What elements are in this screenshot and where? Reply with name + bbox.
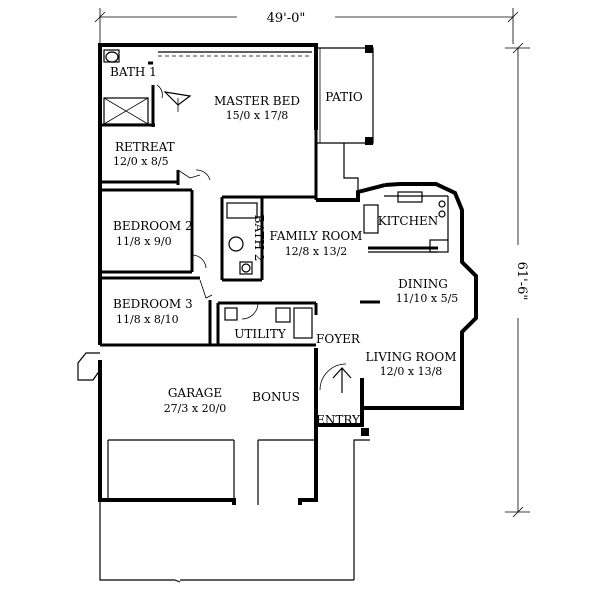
entry-label: ENTRY (316, 413, 361, 427)
retreat-size: 12/0 x 8/5 (113, 155, 169, 168)
patio-outline (316, 45, 374, 192)
width-dimension: 49'-0" (94, 8, 519, 44)
depth-dimension: 61'-6" (505, 42, 530, 518)
dining-size: 11/10 x 5/5 (396, 292, 459, 305)
fixtures (77, 49, 449, 583)
family-room-size: 12/8 x 13/2 (285, 245, 348, 258)
bedroom2-size: 11/8 x 9/0 (116, 235, 172, 248)
bedroom3-label: BEDROOM 3 (113, 297, 193, 311)
room-labels: BATH 1 MASTER BED 15/0 x 17/8 PATIO RETR… (110, 65, 458, 427)
retreat-label: RETREAT (115, 140, 175, 154)
family-room-label: FAMILY ROOM (270, 229, 363, 243)
bedroom3-size: 11/8 x 8/10 (116, 313, 179, 326)
dining-label: DINING (398, 277, 448, 291)
width-label: 49'-0" (267, 11, 306, 26)
patio-label: PATIO (325, 90, 363, 104)
depth-label: 61'-6" (514, 262, 529, 301)
interior-walls (100, 61, 438, 347)
master-bed-size: 15/0 x 17/8 (226, 109, 289, 122)
living-room-label: LIVING ROOM (365, 350, 456, 364)
living-room-size: 12/0 x 13/8 (380, 365, 443, 378)
bath2-label: BATH 2 (252, 215, 266, 262)
bonus-label: BONUS (252, 390, 300, 404)
garage-label: GARAGE (168, 386, 222, 400)
garage-size: 27/3 x 20/0 (164, 402, 227, 415)
kitchen-label: KITCHEN (378, 214, 439, 228)
master-bed-label: MASTER BED (214, 94, 300, 108)
bath1-label: BATH 1 (110, 65, 157, 79)
exterior-walls (98, 43, 478, 505)
bedroom2-label: BEDROOM 2 (113, 219, 193, 233)
utility-label: UTILITY (234, 327, 287, 341)
foyer-label: FOYER (316, 332, 361, 346)
